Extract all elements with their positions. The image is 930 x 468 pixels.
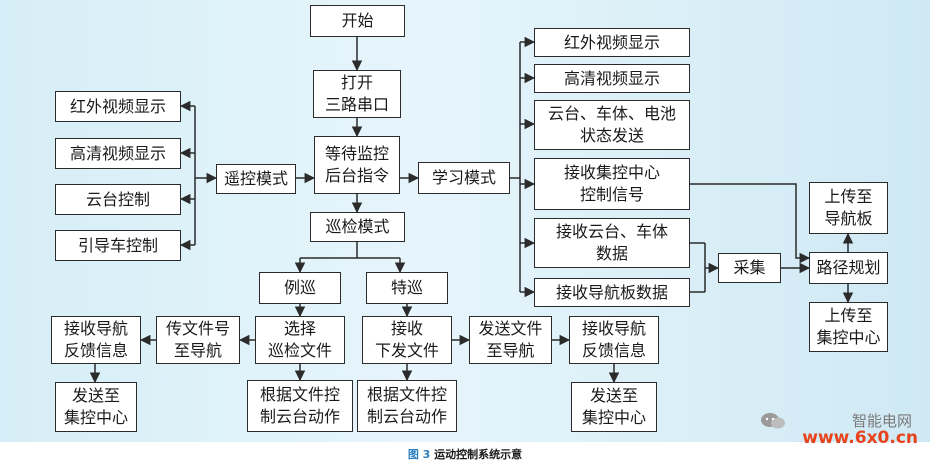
node-patrol-mode: 巡检模式 [310, 212, 405, 242]
node-status-send: 云台、车体、电池 状态发送 [534, 100, 690, 150]
node-up-center: 上传至 集控中心 [809, 302, 888, 352]
node-open-serial: 打开 三路串口 [313, 70, 401, 118]
node-choose-file: 选择 巡检文件 [255, 316, 345, 364]
node-special: 特巡 [366, 272, 448, 304]
node-ctrl-ptz-left: 根据文件控 制云台动作 [247, 380, 353, 432]
node-send-center-left: 发送至 集控中心 [55, 382, 137, 432]
caption-figure-number: 图 3 [407, 448, 431, 461]
diagram-panel [0, 0, 930, 442]
node-path-plan: 路径规划 [809, 252, 888, 284]
node-start: 开始 [310, 5, 405, 37]
node-wait-cmd: 等待监控 后台指令 [314, 136, 400, 194]
caption-title: 运动控制系统示意 [434, 448, 523, 461]
node-send-center-right: 发送至 集控中心 [571, 382, 657, 432]
conn-center-path [690, 183, 811, 264]
node-recv-nav-data: 接收导航板数据 [534, 278, 690, 307]
node-recv-center: 接收集控中心 控制信号 [534, 158, 690, 210]
wechat-logo-icon [761, 413, 785, 429]
node-right-hd: 高清视频显示 [534, 64, 690, 93]
figure-caption: 图 3 运动控制系统示意 [0, 446, 930, 462]
watermark-url: www.6x0.cn [802, 428, 918, 448]
node-remote-mode: 遥控模式 [216, 164, 296, 194]
node-learn-mode: 学习模式 [418, 162, 510, 194]
node-send-file: 发送文件 至导航 [469, 316, 552, 364]
node-send-file-no: 传文件号 至导航 [156, 316, 240, 364]
node-recv-nav-fb-left: 接收导航 反馈信息 [51, 316, 141, 364]
node-recv-ptz-body: 接收云台、车体 数据 [534, 218, 690, 268]
watermark: 智能电网 www.6x0.cn [758, 412, 918, 448]
node-up-nav: 上传至 导航板 [809, 182, 888, 234]
node-recv-nav-fb-right: 接收导航 反馈信息 [569, 316, 659, 364]
watermark-name: 智能电网 [851, 412, 912, 430]
node-left-guide: 引导车控制 [55, 230, 181, 261]
node-routine: 例巡 [259, 272, 341, 304]
node-left-ptz: 云台控制 [55, 184, 181, 215]
node-receive-file: 接收 下发文件 [362, 316, 452, 364]
node-collect: 采集 [718, 253, 781, 283]
node-left-ir: 红外视频显示 [55, 91, 181, 122]
node-left-hd: 高清视频显示 [55, 138, 181, 169]
node-right-ir: 红外视频显示 [534, 28, 690, 57]
connector-layer [89, 36, 854, 384]
node-ctrl-ptz-right: 根据文件控 制云台动作 [357, 380, 457, 432]
